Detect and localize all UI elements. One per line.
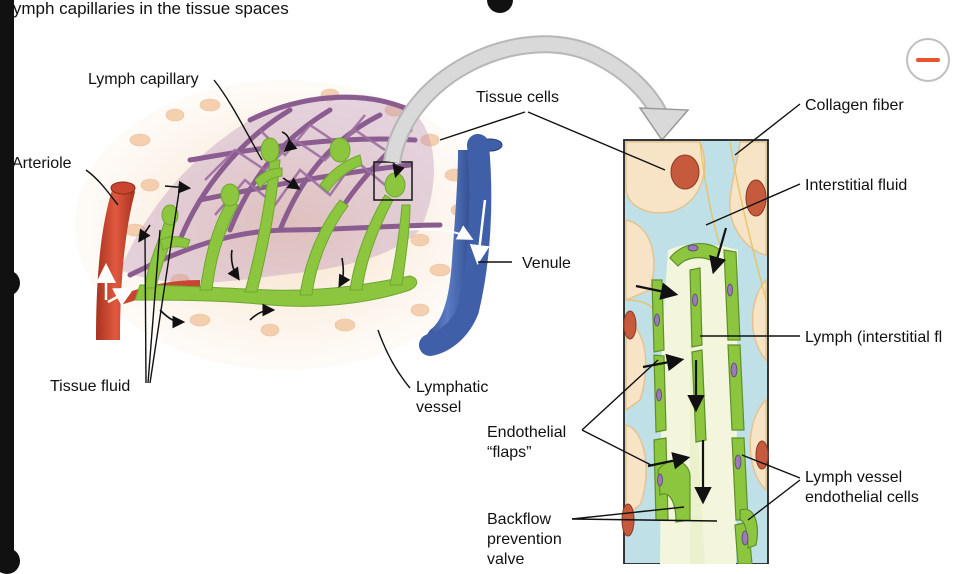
resize-handle-left[interactable] [0, 270, 20, 296]
label-valve: valve [487, 551, 524, 564]
magnified-panel [621, 139, 769, 564]
label-lymph-vessel: Lymph vessel [805, 469, 902, 486]
label-lymph-interstitial: Lymph (interstitial fl [805, 329, 942, 346]
collapse-button[interactable] [906, 38, 950, 82]
label-interstitial-fluid: Interstitial fluid [805, 177, 907, 194]
label-venule: Venule [522, 255, 571, 272]
venule-vessel [399, 134, 503, 356]
label-vessel: vessel [416, 399, 461, 416]
diagram-title: Lymph capillaries in the tissue spaces [4, 0, 289, 18]
label-endothelial: Endothelial [487, 424, 566, 441]
leader-lines [85, 79, 801, 522]
label-prevention: prevention [487, 531, 562, 548]
label-backflow: Backflow [487, 511, 551, 528]
zoom-callout-arrow [383, 35, 690, 164]
minus-icon [916, 58, 940, 62]
resize-handle-top[interactable] [487, 0, 513, 13]
label-tissue-cells: Tissue cells [476, 89, 559, 106]
label-lymph-capillary: Lymph capillary [88, 71, 199, 88]
label-tissue-fluid: Tissue fluid [50, 378, 130, 395]
label-collagen-fiber: Collagen fiber [805, 97, 904, 114]
labels: Lymph capillary Arteriole Tissue fluid L… [12, 71, 942, 564]
label-lymphatic: Lymphatic [416, 379, 488, 396]
lymph-capillary-network [134, 137, 418, 307]
label-arteriole: Arteriole [12, 155, 72, 172]
label-flaps: “flaps” [487, 444, 531, 461]
label-endothelial-cells: endothelial cells [805, 489, 919, 506]
